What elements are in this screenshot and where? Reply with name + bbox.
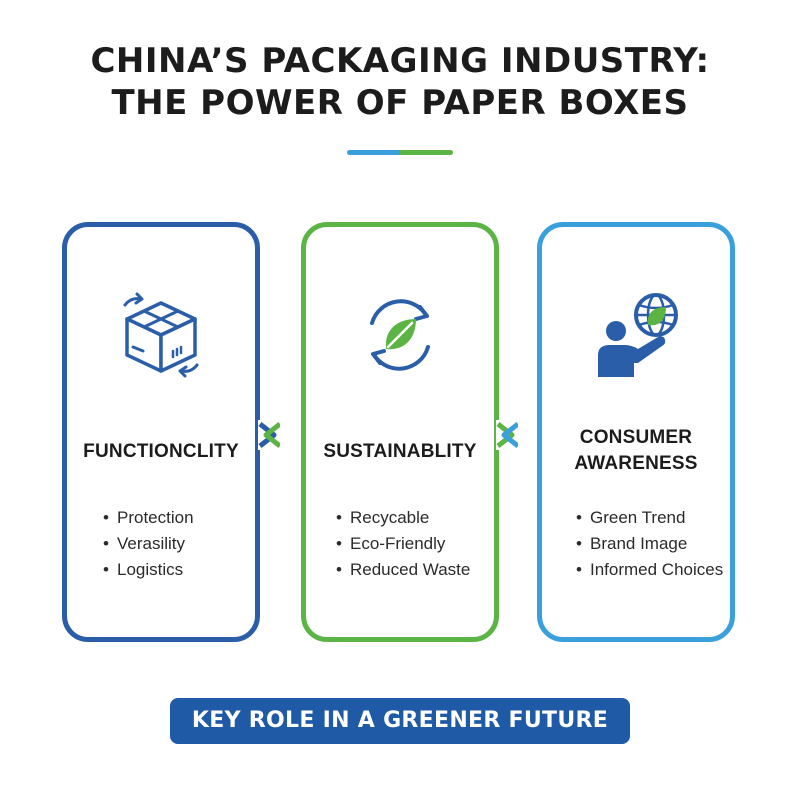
person-globe-icon bbox=[598, 293, 678, 377]
bullet: • bbox=[336, 534, 342, 553]
card-heading-line-2: AWARENESS bbox=[574, 453, 698, 474]
footer-banner: KEY ROLE IN A GREENER FUTURE bbox=[170, 698, 630, 744]
divider-green-segment bbox=[400, 150, 453, 155]
list-item: •Protection bbox=[103, 505, 255, 531]
card-functionality: FUNCTIONCLITY •Protection •Verasility •L… bbox=[62, 222, 260, 642]
list-item: •Recycable bbox=[336, 505, 494, 531]
title-line-2: THE POWER OF PAPER BOXES bbox=[111, 83, 689, 123]
card-list: •Green Trend •Brand Image •Informed Choi… bbox=[542, 505, 730, 583]
card-consumer-awareness: CONSUMER AWARENESS •Green Trend •Brand I… bbox=[537, 222, 735, 642]
bullet: • bbox=[336, 560, 342, 579]
bullet: • bbox=[576, 560, 582, 579]
bullet: • bbox=[103, 508, 109, 527]
card-heading: FUNCTIONCLITY bbox=[83, 441, 239, 462]
card-heading-line-1: CONSUMER bbox=[579, 427, 693, 448]
list-item: •Brand Image bbox=[576, 531, 730, 557]
list-item: •Informed Choices bbox=[576, 557, 730, 583]
card-heading: SUSTAINABLITY bbox=[323, 441, 477, 462]
connector-arrow-2 bbox=[496, 420, 518, 450]
card-list: •Recycable •Eco-Friendly •Reduced Waste bbox=[306, 505, 494, 583]
box-icon bbox=[123, 292, 199, 378]
list-item: •Green Trend bbox=[576, 505, 730, 531]
bullet: • bbox=[576, 534, 582, 553]
bullet: • bbox=[103, 560, 109, 579]
recycle-leaf-icon bbox=[370, 299, 430, 371]
list-item: •Logistics bbox=[103, 557, 255, 583]
bullet: • bbox=[576, 508, 582, 527]
page-title: CHINA’S PACKAGING INDUSTRY: THE POWER OF… bbox=[0, 40, 800, 124]
connector-arrow-1 bbox=[258, 420, 280, 450]
card-sustainability: SUSTAINABLITY •Recycable •Eco-Friendly •… bbox=[301, 222, 499, 642]
divider-blue-segment bbox=[347, 150, 400, 155]
list-item: •Reduced Waste bbox=[336, 557, 494, 583]
list-item: •Verasility bbox=[103, 531, 255, 557]
list-item: •Eco-Friendly bbox=[336, 531, 494, 557]
bullet: • bbox=[103, 534, 109, 553]
title-divider bbox=[347, 150, 453, 155]
card-list: •Protection •Verasility •Logistics bbox=[67, 505, 255, 583]
title-line-1: CHINA’S PACKAGING INDUSTRY: bbox=[90, 41, 710, 81]
bullet: • bbox=[336, 508, 342, 527]
card-heading: CONSUMER AWARENESS bbox=[542, 425, 730, 477]
